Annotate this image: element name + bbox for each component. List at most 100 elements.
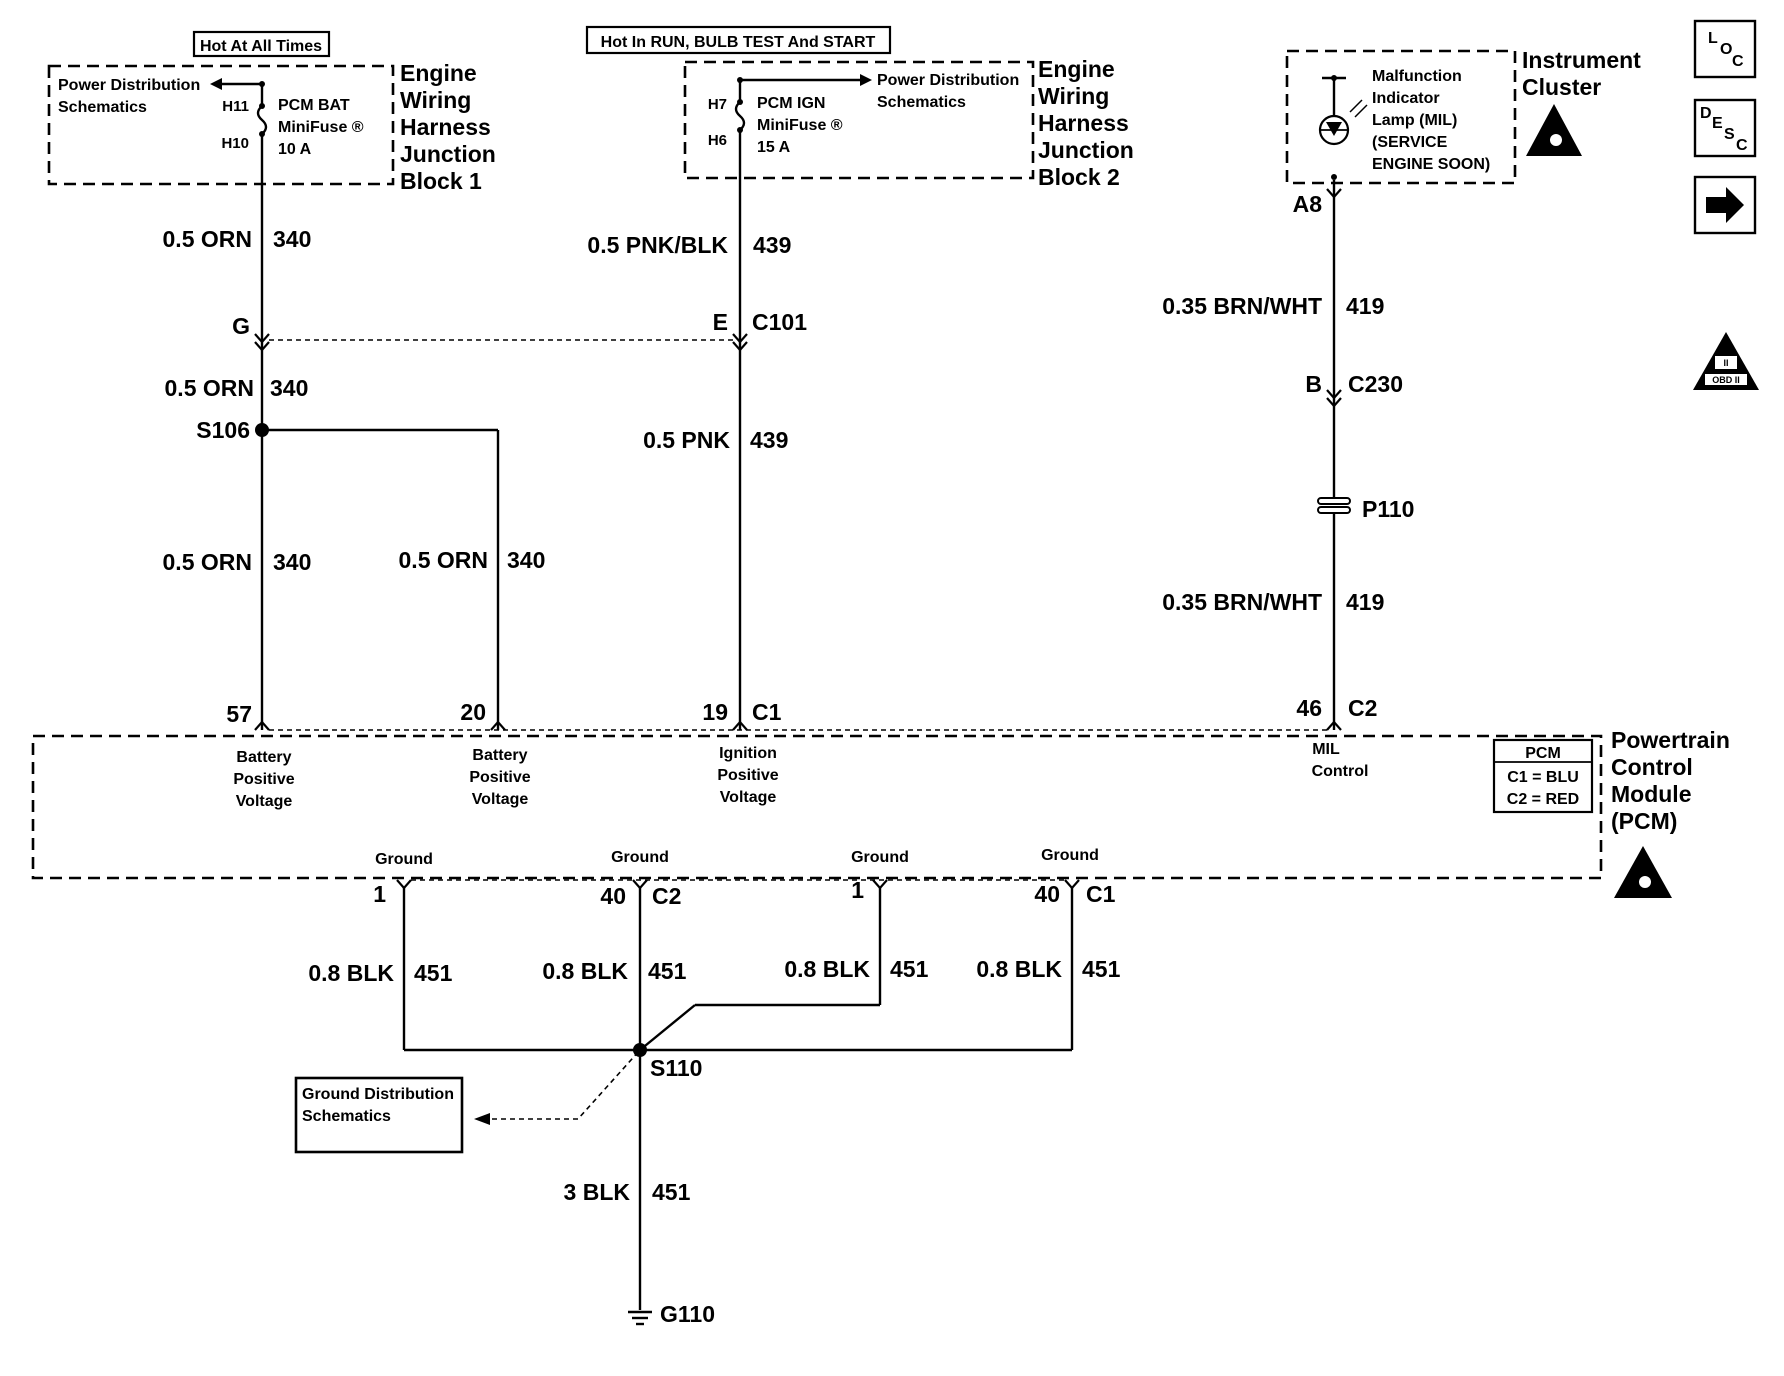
pcm-c2-bottom-id: C2	[652, 883, 681, 909]
pcm-connector-legend: PCM C1 = BLU C2 = RED	[1492, 738, 1594, 814]
gnd-main-gauge: 3 BLK	[564, 1179, 631, 1205]
c101-pin-ign: E	[713, 309, 728, 335]
mil-line-2: Indicator	[1372, 90, 1440, 107]
pcm-legend-c2: C2 = RED	[1507, 791, 1579, 808]
jb1-fuse-line-1: PCM BAT	[278, 97, 350, 114]
next-button[interactable]	[1693, 175, 1757, 235]
jb2-title-line-2: Wiring	[1038, 83, 1109, 109]
gnd-4-gauge: 0.8 BLK	[976, 956, 1062, 982]
ground-dist-line-1: Ground Distribution	[302, 1086, 454, 1103]
mil-line-4: (SERVICE	[1372, 134, 1448, 151]
mil-line-1: Malfunction	[1372, 68, 1462, 85]
mil-lamp-icon	[1318, 75, 1368, 180]
jb1-title-line-1: Engine	[400, 60, 477, 86]
arrow-left-icon	[210, 78, 222, 90]
pcm-c1-top-id: C1	[752, 699, 782, 725]
pcm-c1-bottom-id: C1	[1086, 881, 1116, 907]
pcm-input-1-line-1: Battery	[236, 749, 291, 766]
jb2-title-line-1: Engine	[1038, 56, 1115, 82]
junction-block-1: Engine Wiring Harness Junction Block 1 P…	[47, 60, 496, 194]
pcm-legend-title: PCM	[1525, 745, 1561, 762]
jb1-power-dist-line-2: Schematics	[58, 99, 147, 116]
hot-in-run-box: Hot In RUN, BULB TEST And START	[585, 25, 892, 55]
pcm-ground-4-label: Ground	[1041, 847, 1099, 864]
c101-id: C101	[752, 309, 807, 335]
pcm-title-line-3: Module	[1611, 781, 1692, 807]
pcm-input-1-line-3: Voltage	[236, 793, 293, 810]
mil-upper-gauge: 0.35 BRN/WHT	[1162, 293, 1322, 319]
bat-upper-gauge: 0.5 ORN	[163, 226, 252, 252]
esd-warning-icon	[1526, 104, 1582, 156]
jb2-fuse-line-3: 15 A	[757, 139, 791, 156]
bat-low-b-circuit: 340	[507, 547, 545, 573]
wire-labels: 0.5 ORN 340 0.5 PNK/BLK 439 0.35 BRN/WHT…	[163, 226, 1385, 1205]
junction-block-2: Engine Wiring Harness Junction Block 2 P…	[683, 56, 1134, 190]
jb2-title-line-4: Junction	[1038, 137, 1134, 163]
ground-g110-label: G110	[660, 1301, 715, 1327]
jb1-fuse-line-3: 10 A	[278, 141, 312, 158]
pcm-esd-warning-icon	[1614, 846, 1672, 898]
bat-mid-circuit: 340	[270, 375, 308, 401]
desc-button[interactable]: D E S C	[1693, 98, 1757, 158]
pcm-ground-2-label: Ground	[611, 849, 669, 866]
pcm-input-2-line-2: Positive	[469, 769, 530, 786]
bat-mid-gauge: 0.5 ORN	[165, 375, 254, 401]
desc-letter-2: E	[1712, 115, 1723, 132]
jb1-title-line-2: Wiring	[400, 87, 471, 113]
jb2-fuse-line-2: MiniFuse ®	[757, 117, 843, 134]
pcm-title-line-4: (PCM)	[1611, 808, 1677, 834]
pcm-pin-57: 57	[226, 701, 252, 727]
jb1-title-line-4: Junction	[400, 141, 496, 167]
bat-low-b-gauge: 0.5 ORN	[399, 547, 488, 573]
pcm-gnd-pin-40b: 40	[1034, 881, 1060, 907]
cluster-title-line-1: Instrument	[1522, 47, 1641, 73]
jb2-fuse-line-1: PCM IGN	[757, 95, 825, 112]
jb1-title-line-3: Harness	[400, 114, 491, 140]
pcm-legend-c1: C1 = BLU	[1507, 769, 1579, 786]
loc-button[interactable]: L O C	[1693, 19, 1757, 79]
desc-letter-1: D	[1700, 105, 1712, 122]
loc-letter-2: O	[1720, 41, 1732, 58]
cluster-title-line-2: Cluster	[1522, 74, 1601, 100]
ign-lower-circuit: 439	[750, 427, 788, 453]
obd-ii-text: OBD II	[1712, 375, 1740, 385]
hot-at-all-times-label: Hot At All Times	[200, 38, 322, 55]
pcm-input-3-line-3: Voltage	[720, 789, 777, 806]
gnd-1-gauge: 0.8 BLK	[308, 960, 394, 986]
instrument-cluster: Instrument Cluster Malfunction Indicator…	[1285, 47, 1641, 185]
pcm-input-4-line-2: Control	[1312, 763, 1369, 780]
jb2-title-line-3: Harness	[1038, 110, 1129, 136]
pcm-input-2-line-3: Voltage	[472, 791, 529, 808]
pcm-module: Powertrain Control Module (PCM) PCM C1 =…	[31, 727, 1730, 898]
obd-ii-icon: II OBD II	[1693, 332, 1759, 390]
gnd-main-circuit: 451	[652, 1179, 691, 1205]
jb2-pin-out: H6	[708, 132, 727, 149]
pcm-pin-46: 46	[1296, 695, 1322, 721]
pcm-input-4-line-1: MIL	[1312, 741, 1340, 758]
pcm-input-1-line-2: Positive	[233, 771, 294, 788]
cluster-pin: A8	[1293, 191, 1323, 217]
hot-at-all-times-box: Hot At All Times	[192, 30, 331, 58]
splice-s106	[255, 423, 269, 437]
jb2-power-dist-line-2: Schematics	[877, 94, 966, 111]
pcm-input-2-line-1: Battery	[472, 747, 527, 764]
jb1-pin-out: H10	[221, 135, 249, 152]
arrow-left-icon	[474, 1113, 490, 1125]
mil-line-5: ENGINE SOON)	[1372, 156, 1490, 173]
pcm-c2-top-id: C2	[1348, 695, 1377, 721]
jb1-pin-in: H11	[222, 98, 249, 115]
gnd-4-circuit: 451	[1082, 956, 1121, 982]
pcm-gnd-pin-40a: 40	[600, 883, 626, 909]
arrow-right-icon	[1706, 187, 1744, 223]
desc-letter-4: C	[1736, 137, 1748, 154]
gnd-2-gauge: 0.8 BLK	[542, 958, 628, 984]
jb2-power-dist-line-1: Power Distribution	[877, 72, 1019, 89]
jb2-pin-in: H7	[708, 96, 727, 113]
pcm-ground-3-label: Ground	[851, 849, 909, 866]
jb1-title-line-5: Block 1	[400, 168, 482, 194]
obd-ii-roman: II	[1723, 358, 1728, 368]
pcm-gnd-pin-1b: 1	[851, 877, 864, 903]
jb2-title-line-5: Block 2	[1038, 164, 1120, 190]
c230-pin: B	[1305, 371, 1322, 397]
